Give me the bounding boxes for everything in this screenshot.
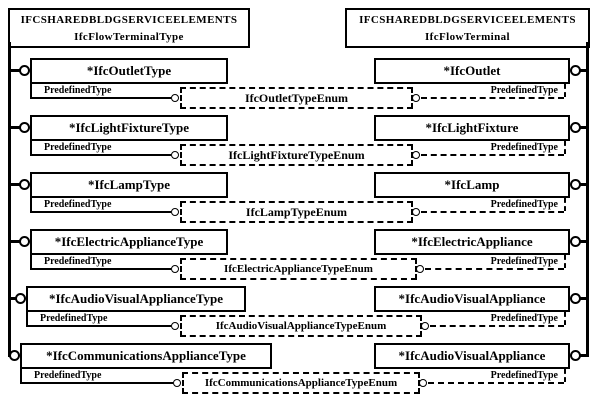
attr-line-dashed	[564, 369, 566, 382]
attr-line-dashed	[421, 154, 564, 156]
enum-type-box: IfcLampTypeEnum	[180, 201, 413, 223]
attr-circle	[171, 150, 179, 159]
attr-circle	[412, 150, 420, 159]
entity-box-type: *IfcElectricApplianceType	[30, 229, 228, 255]
enum-type-box: IfcOutletTypeEnum	[180, 87, 413, 109]
attr-label: PredefinedType	[34, 370, 102, 381]
subtype-stub-left	[8, 297, 20, 300]
subtype-stub-right	[578, 69, 589, 72]
attr-line	[30, 141, 32, 155]
subtype-stub-left	[8, 183, 22, 186]
schema-header-right: IFCSHAREDBLDGSERVICEELEMENTS IfcFlowTerm…	[345, 8, 590, 48]
subtype-stub-right	[578, 240, 589, 243]
attr-circle	[412, 93, 420, 102]
entity-box-type: *IfcOutletType	[30, 58, 228, 84]
entity-box-occurrence: *IfcOutlet	[374, 58, 570, 84]
attr-circle	[419, 378, 427, 387]
attr-label: PredefinedType	[490, 142, 558, 153]
attr-circle	[173, 378, 181, 387]
attr-line	[26, 325, 171, 327]
enum-type-box: IfcLightFixtureTypeEnum	[180, 144, 413, 166]
subtype-stub-right	[578, 126, 589, 129]
subtype-stub-left	[8, 240, 22, 243]
connector-circle	[570, 236, 581, 247]
attr-label: PredefinedType	[40, 313, 108, 324]
schema-name: IFCSHAREDBLDGSERVICEELEMENTS	[20, 14, 238, 26]
connector-circle	[15, 293, 26, 304]
enum-type-box: IfcElectricApplianceTypeEnum	[180, 258, 417, 280]
enum-type-box: IfcAudioVisualApplianceTypeEnum	[180, 315, 422, 337]
schema-header-left: IFCSHAREDBLDGSERVICEELEMENTS IfcFlowTerm…	[8, 8, 250, 48]
attr-label: PredefinedType	[44, 199, 112, 210]
entity-box-occurrence: *IfcLightFixture	[374, 115, 570, 141]
connector-circle	[570, 350, 581, 361]
attr-label: PredefinedType	[490, 370, 558, 381]
attr-line-dashed	[564, 198, 566, 211]
attr-line	[30, 268, 171, 270]
schema-name: IFCSHAREDBLDGSERVICEELEMENTS	[359, 14, 576, 26]
attr-circle	[416, 264, 424, 273]
attr-line-dashed	[564, 312, 566, 325]
entity-box-occurrence: *IfcElectricAppliance	[374, 229, 570, 255]
attr-label: PredefinedType	[44, 142, 112, 153]
attr-line	[30, 255, 32, 269]
attr-line-dashed	[564, 84, 566, 97]
connector-circle	[19, 122, 30, 133]
attr-line	[20, 382, 173, 384]
entity-box-type: *IfcAudioVisualApplianceType	[26, 286, 246, 312]
attr-line-dashed	[430, 325, 564, 327]
connector-circle	[9, 350, 20, 361]
subtype-stub-left	[8, 69, 22, 72]
connector-circle	[19, 65, 30, 76]
connector-circle	[19, 179, 30, 190]
attr-line-dashed	[421, 97, 564, 99]
entity-box-occurrence: *IfcAudioVisualAppliance	[374, 286, 570, 312]
subtype-stub-right	[578, 354, 589, 357]
attr-label: PredefinedType	[490, 313, 558, 324]
entity-box-occurrence: *IfcLamp	[374, 172, 570, 198]
entity-box-type: *IfcLightFixtureType	[30, 115, 228, 141]
schema-page-title: IfcFlowTerminal	[424, 30, 511, 43]
subtype-stub-right	[578, 183, 589, 186]
entity-box-type: *IfcLampType	[30, 172, 228, 198]
attr-line	[30, 84, 32, 98]
attr-line-dashed	[428, 382, 564, 384]
trunk-line-left	[8, 42, 11, 357]
attr-line	[26, 312, 28, 326]
attr-line-dashed	[421, 211, 564, 213]
subtype-stub-right	[578, 297, 589, 300]
trunk-line-right	[586, 42, 589, 357]
attr-circle	[171, 321, 179, 330]
entity-box-occurrence: *IfcAudioVisualAppliance	[374, 343, 570, 369]
attr-label: PredefinedType	[490, 199, 558, 210]
entity-box-type: *IfcCommunicationsApplianceType	[20, 343, 272, 369]
attr-line	[30, 211, 171, 213]
attr-circle	[171, 93, 179, 102]
attr-label: PredefinedType	[44, 256, 112, 267]
attr-label: PredefinedType	[490, 85, 558, 96]
attr-line-dashed	[425, 268, 564, 270]
connector-circle	[570, 179, 581, 190]
connector-circle	[19, 236, 30, 247]
attr-line-dashed	[564, 141, 566, 154]
attr-line	[20, 369, 22, 383]
connector-circle	[570, 122, 581, 133]
connector-circle	[570, 293, 581, 304]
attr-circle	[421, 321, 429, 330]
attr-circle	[171, 207, 179, 216]
connector-circle	[570, 65, 581, 76]
attr-line	[30, 154, 171, 156]
attr-label: PredefinedType	[490, 256, 558, 267]
schema-page-title: IfcFlowTerminalType	[74, 30, 184, 43]
attr-line-dashed	[564, 255, 566, 268]
attr-circle	[171, 264, 179, 273]
attr-line	[30, 97, 171, 99]
enum-type-box: IfcCommunicationsApplianceTypeEnum	[182, 372, 420, 394]
attr-line	[30, 198, 32, 212]
attr-label: PredefinedType	[44, 85, 112, 96]
attr-circle	[412, 207, 420, 216]
subtype-stub-left	[8, 126, 22, 129]
